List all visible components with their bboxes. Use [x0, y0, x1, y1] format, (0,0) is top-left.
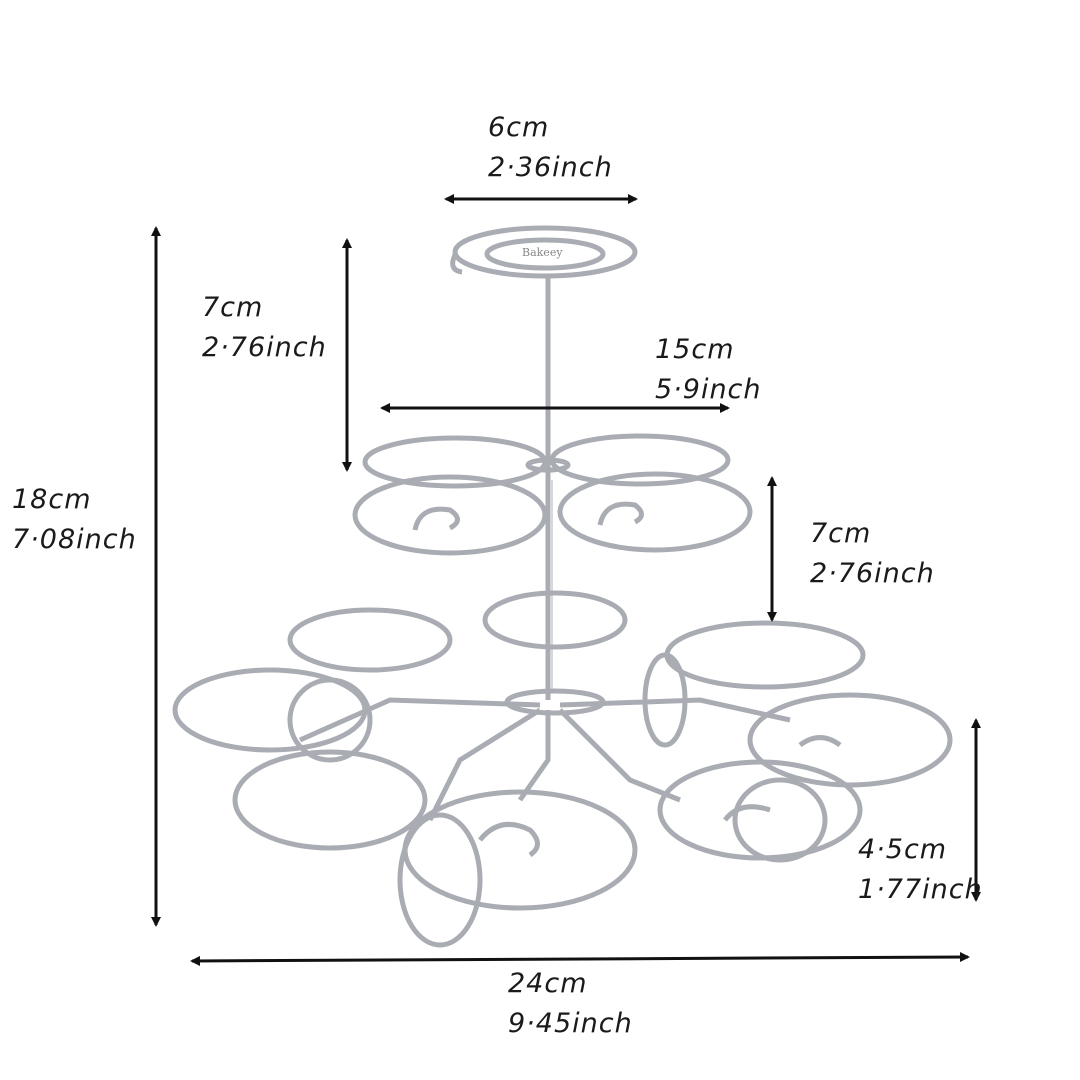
bottom-height-cm: 4·5cm	[858, 834, 948, 865]
top-tier-height-label: 7cm 2·76inch	[202, 288, 327, 368]
total-width-cm: 24cm	[508, 968, 588, 999]
total-height-cm: 18cm	[12, 484, 92, 515]
total-width-inch: 9·45inch	[508, 1008, 633, 1039]
bottom-tier	[172, 590, 953, 948]
dimension-arrows	[151, 194, 981, 966]
watermark-text: Bakeey	[522, 246, 563, 259]
total-width-label: 24cm 9·45inch	[508, 964, 633, 1044]
top-tier-height-inch: 2·76inch	[202, 332, 327, 363]
top-tier: Bakeey	[450, 225, 638, 279]
middle-width-label: 15cm 5·9inch	[655, 330, 762, 410]
top-tier-height-cm: 7cm	[202, 292, 264, 323]
total-height-label: 18cm 7·08inch	[12, 480, 137, 560]
total-width-arrow	[190, 952, 970, 966]
middle-tier-height-inch: 2·76inch	[810, 558, 935, 589]
top-width-cm: 6cm	[488, 112, 550, 143]
cupcake-stand: Bakeey	[172, 225, 953, 948]
middle-width-cm: 15cm	[655, 334, 735, 365]
total-height-inch: 7·08inch	[12, 524, 137, 555]
middle-tier-height-label: 7cm 2·76inch	[810, 514, 935, 594]
middle-tier-height-cm: 7cm	[810, 518, 872, 549]
middle-tier	[352, 433, 753, 556]
top-width-label: 6cm 2·36inch	[488, 108, 613, 188]
middle-width-inch: 5·9inch	[655, 374, 762, 405]
top-width-inch: 2·36inch	[488, 152, 613, 183]
bottom-height-inch: 1·77inch	[858, 874, 983, 905]
bottom-height-label: 4·5cm 1·77inch	[858, 830, 983, 910]
